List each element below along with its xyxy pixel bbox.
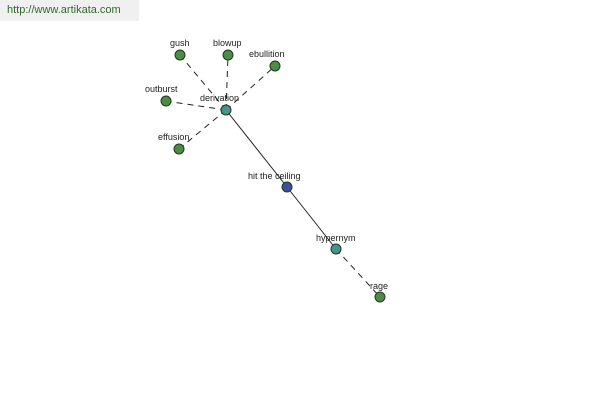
node-label-hit-the-ceiling[interactable]: hit the ceiling — [248, 171, 301, 181]
node-derivation[interactable] — [220, 104, 232, 116]
source-banner: http://www.artikata.com — [0, 0, 139, 21]
node-label-gush[interactable]: gush — [170, 38, 190, 48]
edge-derivation-to-effusion — [178, 109, 227, 150]
nodes-layer — [160, 49, 386, 303]
node-blowup[interactable] — [222, 49, 234, 61]
edge-hit-the-ceiling-to-hypernym — [286, 186, 337, 250]
node-label-derivation[interactable]: derivation — [200, 93, 239, 103]
edge-hit-the-ceiling-to-derivation — [225, 109, 288, 188]
node-label-blowup[interactable]: blowup — [213, 38, 242, 48]
node-rage[interactable] — [374, 291, 386, 303]
labels-layer: hit the ceiling derivation hypernym gush blo… — [145, 38, 388, 291]
node-effusion[interactable] — [173, 143, 185, 155]
edges-layer — [165, 54, 381, 298]
node-outburst[interactable] — [160, 95, 172, 107]
edge-derivation-to-gush — [179, 54, 227, 111]
node-label-effusion[interactable]: effusion — [158, 132, 189, 142]
edge-derivation-to-blowup — [225, 54, 229, 111]
source-link[interactable]: http://www.artikata.com — [7, 4, 121, 16]
node-label-rage[interactable]: rage — [370, 281, 388, 291]
node-label-outburst[interactable]: outburst — [145, 84, 178, 94]
node-hit-the-ceiling[interactable] — [281, 181, 293, 193]
node-label-hypernym[interactable]: hypernym — [316, 233, 356, 243]
node-gush[interactable] — [174, 49, 186, 61]
edge-derivation-to-ebullition — [225, 65, 276, 111]
node-hypernym[interactable] — [330, 243, 342, 255]
node-ebullition[interactable] — [269, 60, 281, 72]
node-label-ebullition[interactable]: ebullition — [249, 49, 285, 59]
